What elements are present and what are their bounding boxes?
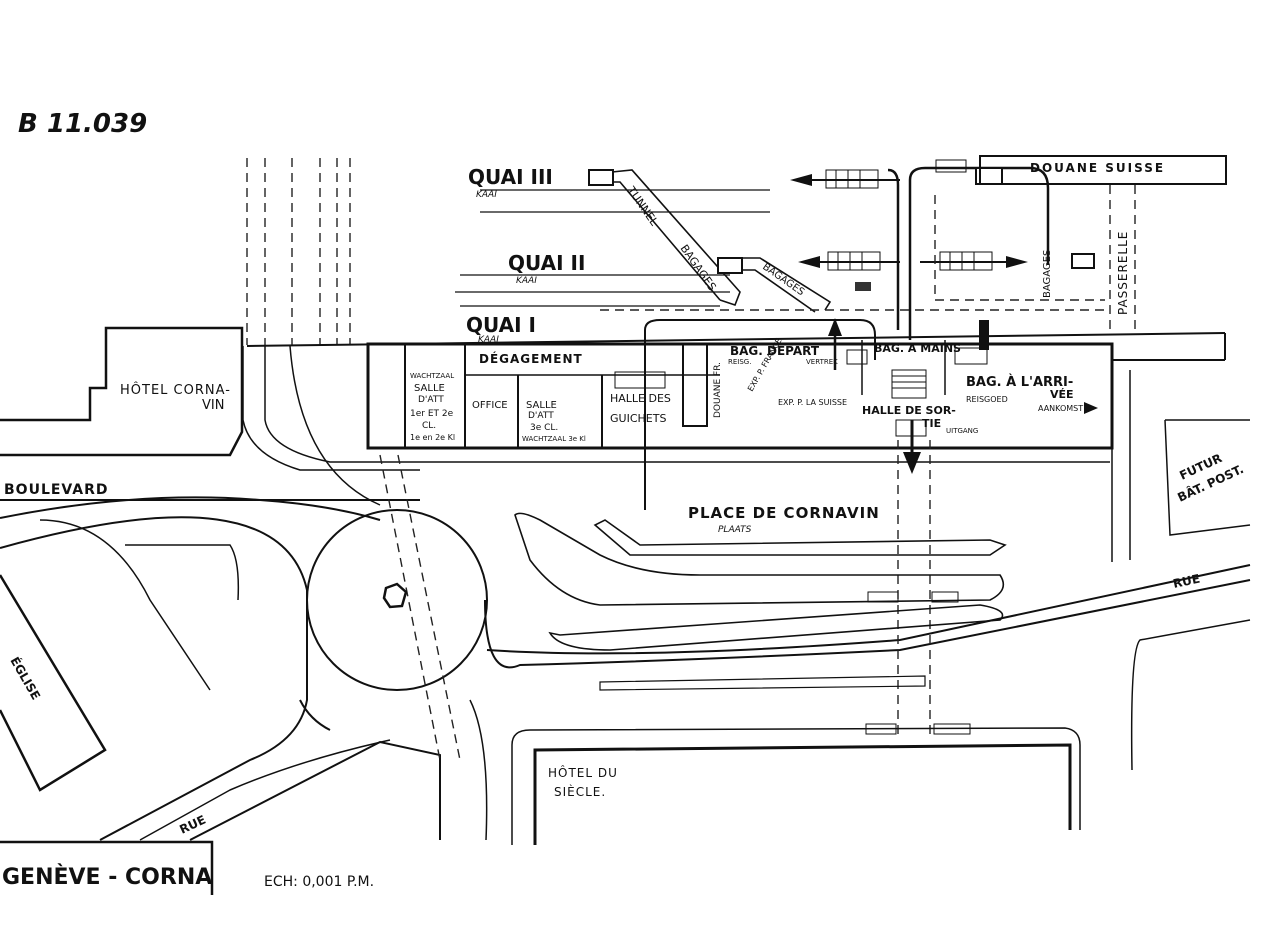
douane-suisse-block (979, 155, 1227, 185)
boulevard-label: BOULEVARD (4, 482, 109, 498)
reisg-label: REISG. (728, 358, 751, 366)
bagages-vertical-label: BAGAGES (1042, 250, 1053, 298)
wachtzaal-3-label: WACHTZAAL 3e Kl (522, 435, 586, 443)
kaai-1-label: KAAI (478, 335, 499, 345)
salle-att-1c-label: 1er ET 2e (410, 409, 454, 419)
bag-depart-label: BAG. DEPART (730, 344, 820, 358)
hotel-siecle-label-2: SIÈCLE. (554, 784, 606, 799)
bag-arrivee-label-2: VÉE (1050, 388, 1074, 401)
halle-guichets-label-2: GUICHETS (610, 412, 666, 425)
plaats-label: PLAATS (718, 525, 752, 535)
tunnel-bagages-label: BAGAGES (678, 242, 719, 293)
degagement-label: DÉGAGEMENT (479, 351, 583, 366)
hotel-siecle-block (533, 743, 1072, 845)
place-islands (514, 512, 1007, 735)
reference-number: B 11.039 (18, 109, 147, 139)
streets (0, 345, 1251, 841)
douane-fr-label: DOUANE FR. (713, 362, 723, 418)
baggage-tunnel (588, 169, 871, 313)
kaai-2-label: KAAI (516, 276, 537, 286)
passerelle-label: PASSERELLE (1116, 231, 1130, 315)
quai-3-label: QUAI III (468, 165, 553, 189)
hotel-siecle-label: HÔTEL DU (548, 765, 618, 780)
bag-arrivee-label: BAG. À L'ARRI- (966, 374, 1073, 390)
salle-att-3-label: SALLE (526, 400, 557, 411)
aankomst-label: AANKOMST (1038, 404, 1083, 413)
wachtzaal-label: WACHTZAAL (410, 372, 454, 380)
kaai-3-label: KAAI (476, 190, 497, 200)
douane-suisse-label: DOUANE SUISSE (1030, 161, 1165, 175)
office-label: OFFICE (472, 400, 508, 411)
exp-suisse-label: EXP. P. LA SUISSE (778, 398, 847, 407)
uitgang-label: UITGANG (946, 427, 978, 435)
halle-guichets-label: HALLE DES (610, 392, 671, 405)
halle-sortie-label: HALLE DE SOR- (862, 404, 956, 417)
track-lines (246, 158, 770, 345)
salle-att-1b-label: D'ATT (418, 395, 444, 405)
hotel-cornavin-label: HÔTEL CORNA- (120, 382, 231, 398)
salle-att-1e-label: 1e en 2e Kl (410, 433, 455, 442)
salle-att-1d-label: CL. (422, 421, 436, 431)
eglise-label: ÉGLISE (7, 654, 43, 702)
quai-2-label: QUAI II (508, 251, 585, 275)
rue-label-right: RUE (1172, 572, 1202, 591)
bag-a-main-label: BAG. A MAINS (874, 342, 961, 355)
salle-att-1-label: SALLE (414, 383, 445, 394)
station-building (246, 320, 1226, 562)
hotel-cornavin-block (0, 326, 244, 457)
roundabout-island (382, 582, 408, 609)
reisgoed-label: REISGOED (966, 395, 1008, 404)
place-cornavin-label: PLACE DE CORNAVIN (688, 504, 880, 522)
scale-label: ECH: 0,001 P.M. (264, 874, 374, 890)
hotel-cornavin-label-2: VIN (202, 398, 224, 413)
bagages-ramp-label: BAGAGES (760, 261, 806, 298)
title-label: GENÈVE - CORNA (2, 864, 212, 890)
salle-att-3b-label: D'ATT (528, 411, 554, 421)
halle-sortie-label-2: TIE (922, 417, 941, 430)
quai-1-label: QUAI I (466, 313, 536, 337)
vertrek-label: VERTREK (806, 358, 838, 366)
directional-arrows (644, 159, 1095, 510)
title-box (0, 840, 214, 895)
salle-att-3c-label: 3e CL. (530, 423, 558, 433)
